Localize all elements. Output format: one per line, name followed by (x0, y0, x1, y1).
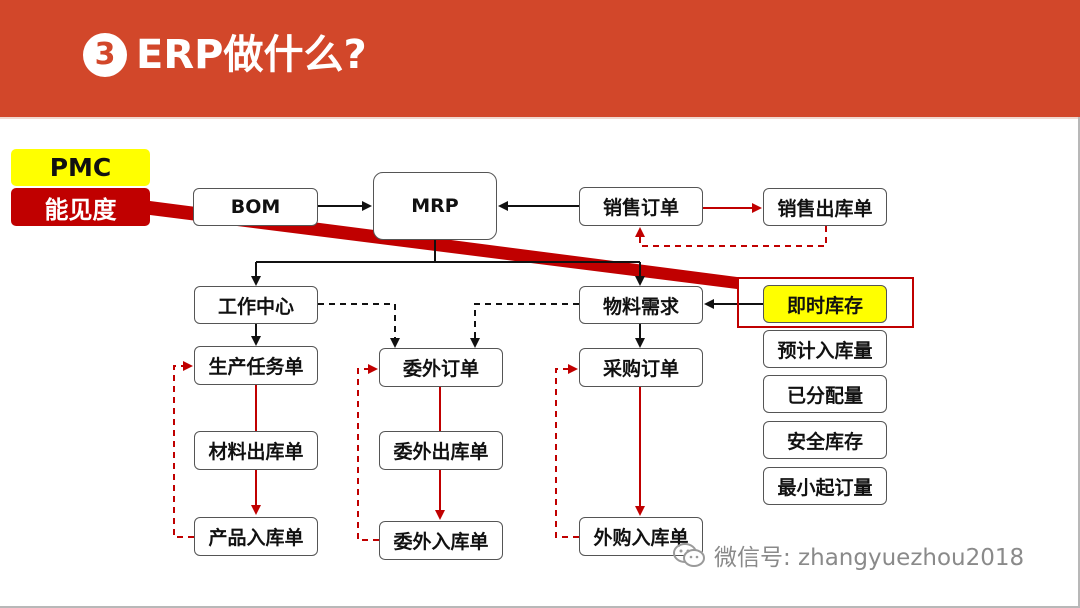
header-divider (0, 117, 1080, 119)
pmc-label: PMC (11, 149, 150, 186)
node-material-demand: 物料需求 (579, 286, 703, 324)
visibility-label: 能见度 (11, 188, 150, 226)
node-sales-order: 销售订单 (579, 187, 703, 226)
node-expected-receipt: 预计入库量 (763, 330, 887, 368)
watermark-text: 微信号: zhangyuezhou2018 (714, 545, 1025, 571)
node-allocated: 已分配量 (763, 375, 887, 413)
slide-frame-bottom (0, 606, 1080, 608)
node-purchase-order: 采购订单 (579, 348, 703, 387)
node-material-issue: 材料出库单 (194, 431, 318, 470)
node-mrp: MRP (373, 172, 497, 240)
node-outsource-order: 委外订单 (379, 348, 503, 387)
node-bom: BOM (193, 188, 318, 226)
node-outsource-issue: 委外出库单 (379, 431, 503, 470)
slide-frame-right (1078, 117, 1080, 608)
watermark: 微信号: zhangyuezhou2018 (672, 538, 1024, 572)
node-min-order-qty: 最小起订量 (763, 467, 887, 505)
header-bar: 3 ERP做什么? (0, 0, 1080, 117)
node-outsource-receipt: 委外入库单 (379, 521, 503, 560)
realtime-inventory-highlight-frame (737, 277, 914, 328)
node-sales-delivery: 销售出库单 (763, 188, 887, 226)
node-safety-stock: 安全库存 (763, 421, 887, 459)
page-title: ERP做什么? (136, 32, 367, 78)
node-product-receipt: 产品入库单 (194, 517, 318, 556)
node-work-center: 工作中心 (194, 286, 318, 324)
wechat-icon (673, 543, 705, 567)
node-realtime-inventory: 即时库存 (763, 285, 887, 323)
section-number-badge: 3 (83, 33, 127, 77)
node-purchase-receipt: 外购入库单 (579, 517, 703, 556)
node-production-task: 生产任务单 (194, 346, 318, 385)
